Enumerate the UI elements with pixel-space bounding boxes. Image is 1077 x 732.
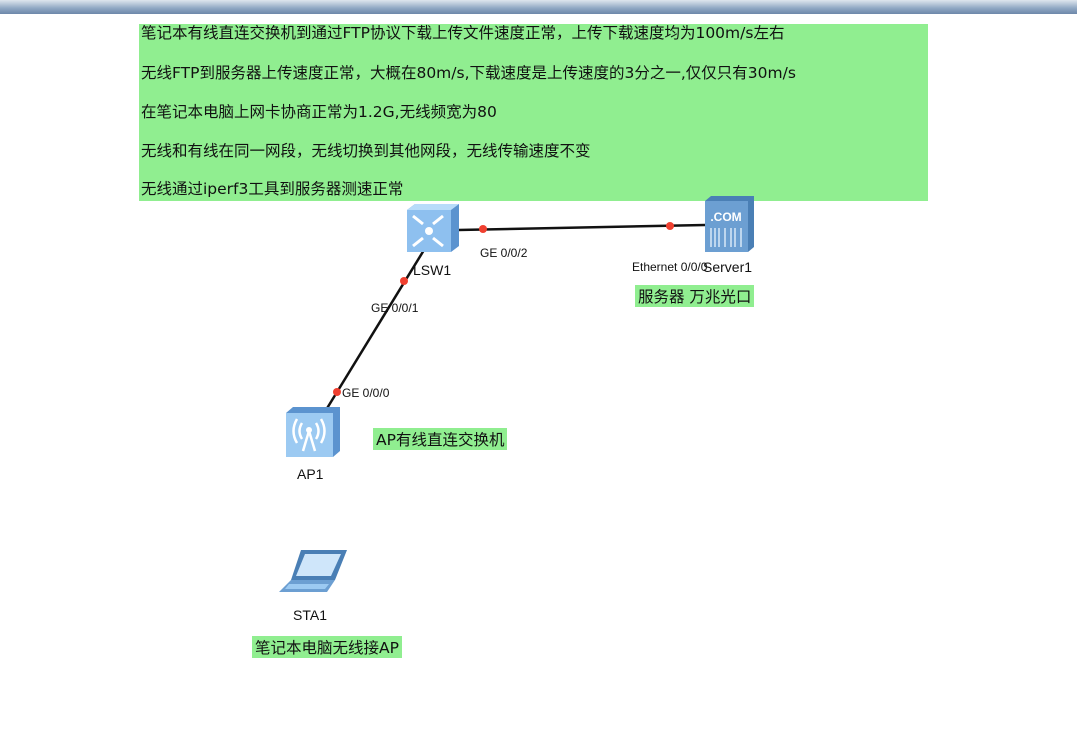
server-label: Server1 (703, 259, 753, 275)
note-line: 无线和有线在同一网段，无线切换到其他网段，无线传输速度不变 (141, 142, 591, 160)
note-line: 笔记本有线直连交换机到通过FTP协议下载上传文件速度正常，上传下载速度均为100… (141, 24, 785, 42)
port-label: Ethernet 0/0/0 (632, 260, 708, 274)
title-bar (0, 0, 1077, 14)
port-label: GE 0/0/2 (480, 246, 528, 260)
server-logo-text: .COM (710, 210, 741, 224)
port-label: GE 0/0/1 (371, 301, 419, 315)
port-dot (479, 225, 487, 233)
note-line: 无线通过iperf3工具到服务器测速正常 (141, 180, 404, 198)
port-dot (400, 277, 408, 285)
ap-note[interactable]: AP有线直连交换机 (373, 428, 508, 450)
laptop-icon[interactable] (277, 548, 349, 596)
port-label: GE 0/0/0 (342, 386, 390, 400)
sta-note[interactable]: 笔记本电脑无线接AP (252, 636, 402, 658)
note-line: 在笔记本电脑上网卡协商正常为1.2G,无线频宽为80 (141, 103, 497, 121)
note-line: 无线FTP到服务器上传速度正常，大概在80m/s,下载速度是上传速度的3分之一,… (141, 64, 796, 82)
ap-label: AP1 (297, 466, 324, 482)
port-dot (666, 222, 674, 230)
notes-textbox[interactable]: 笔记本有线直连交换机到通过FTP协议下载上传文件速度正常，上传下载速度均为100… (139, 24, 928, 201)
server-icon[interactable]: .COM (703, 195, 755, 253)
sta-label: STA1 (293, 607, 327, 623)
port-dot (333, 388, 341, 396)
link-sw-ap[interactable] (324, 249, 426, 411)
access-point-icon[interactable] (285, 405, 341, 459)
server-note[interactable]: 服务器 万兆光口 (635, 285, 755, 307)
switch-label: LSW1 (413, 262, 452, 278)
link-sw-server[interactable] (457, 223, 706, 232)
switch-icon[interactable] (405, 202, 460, 254)
